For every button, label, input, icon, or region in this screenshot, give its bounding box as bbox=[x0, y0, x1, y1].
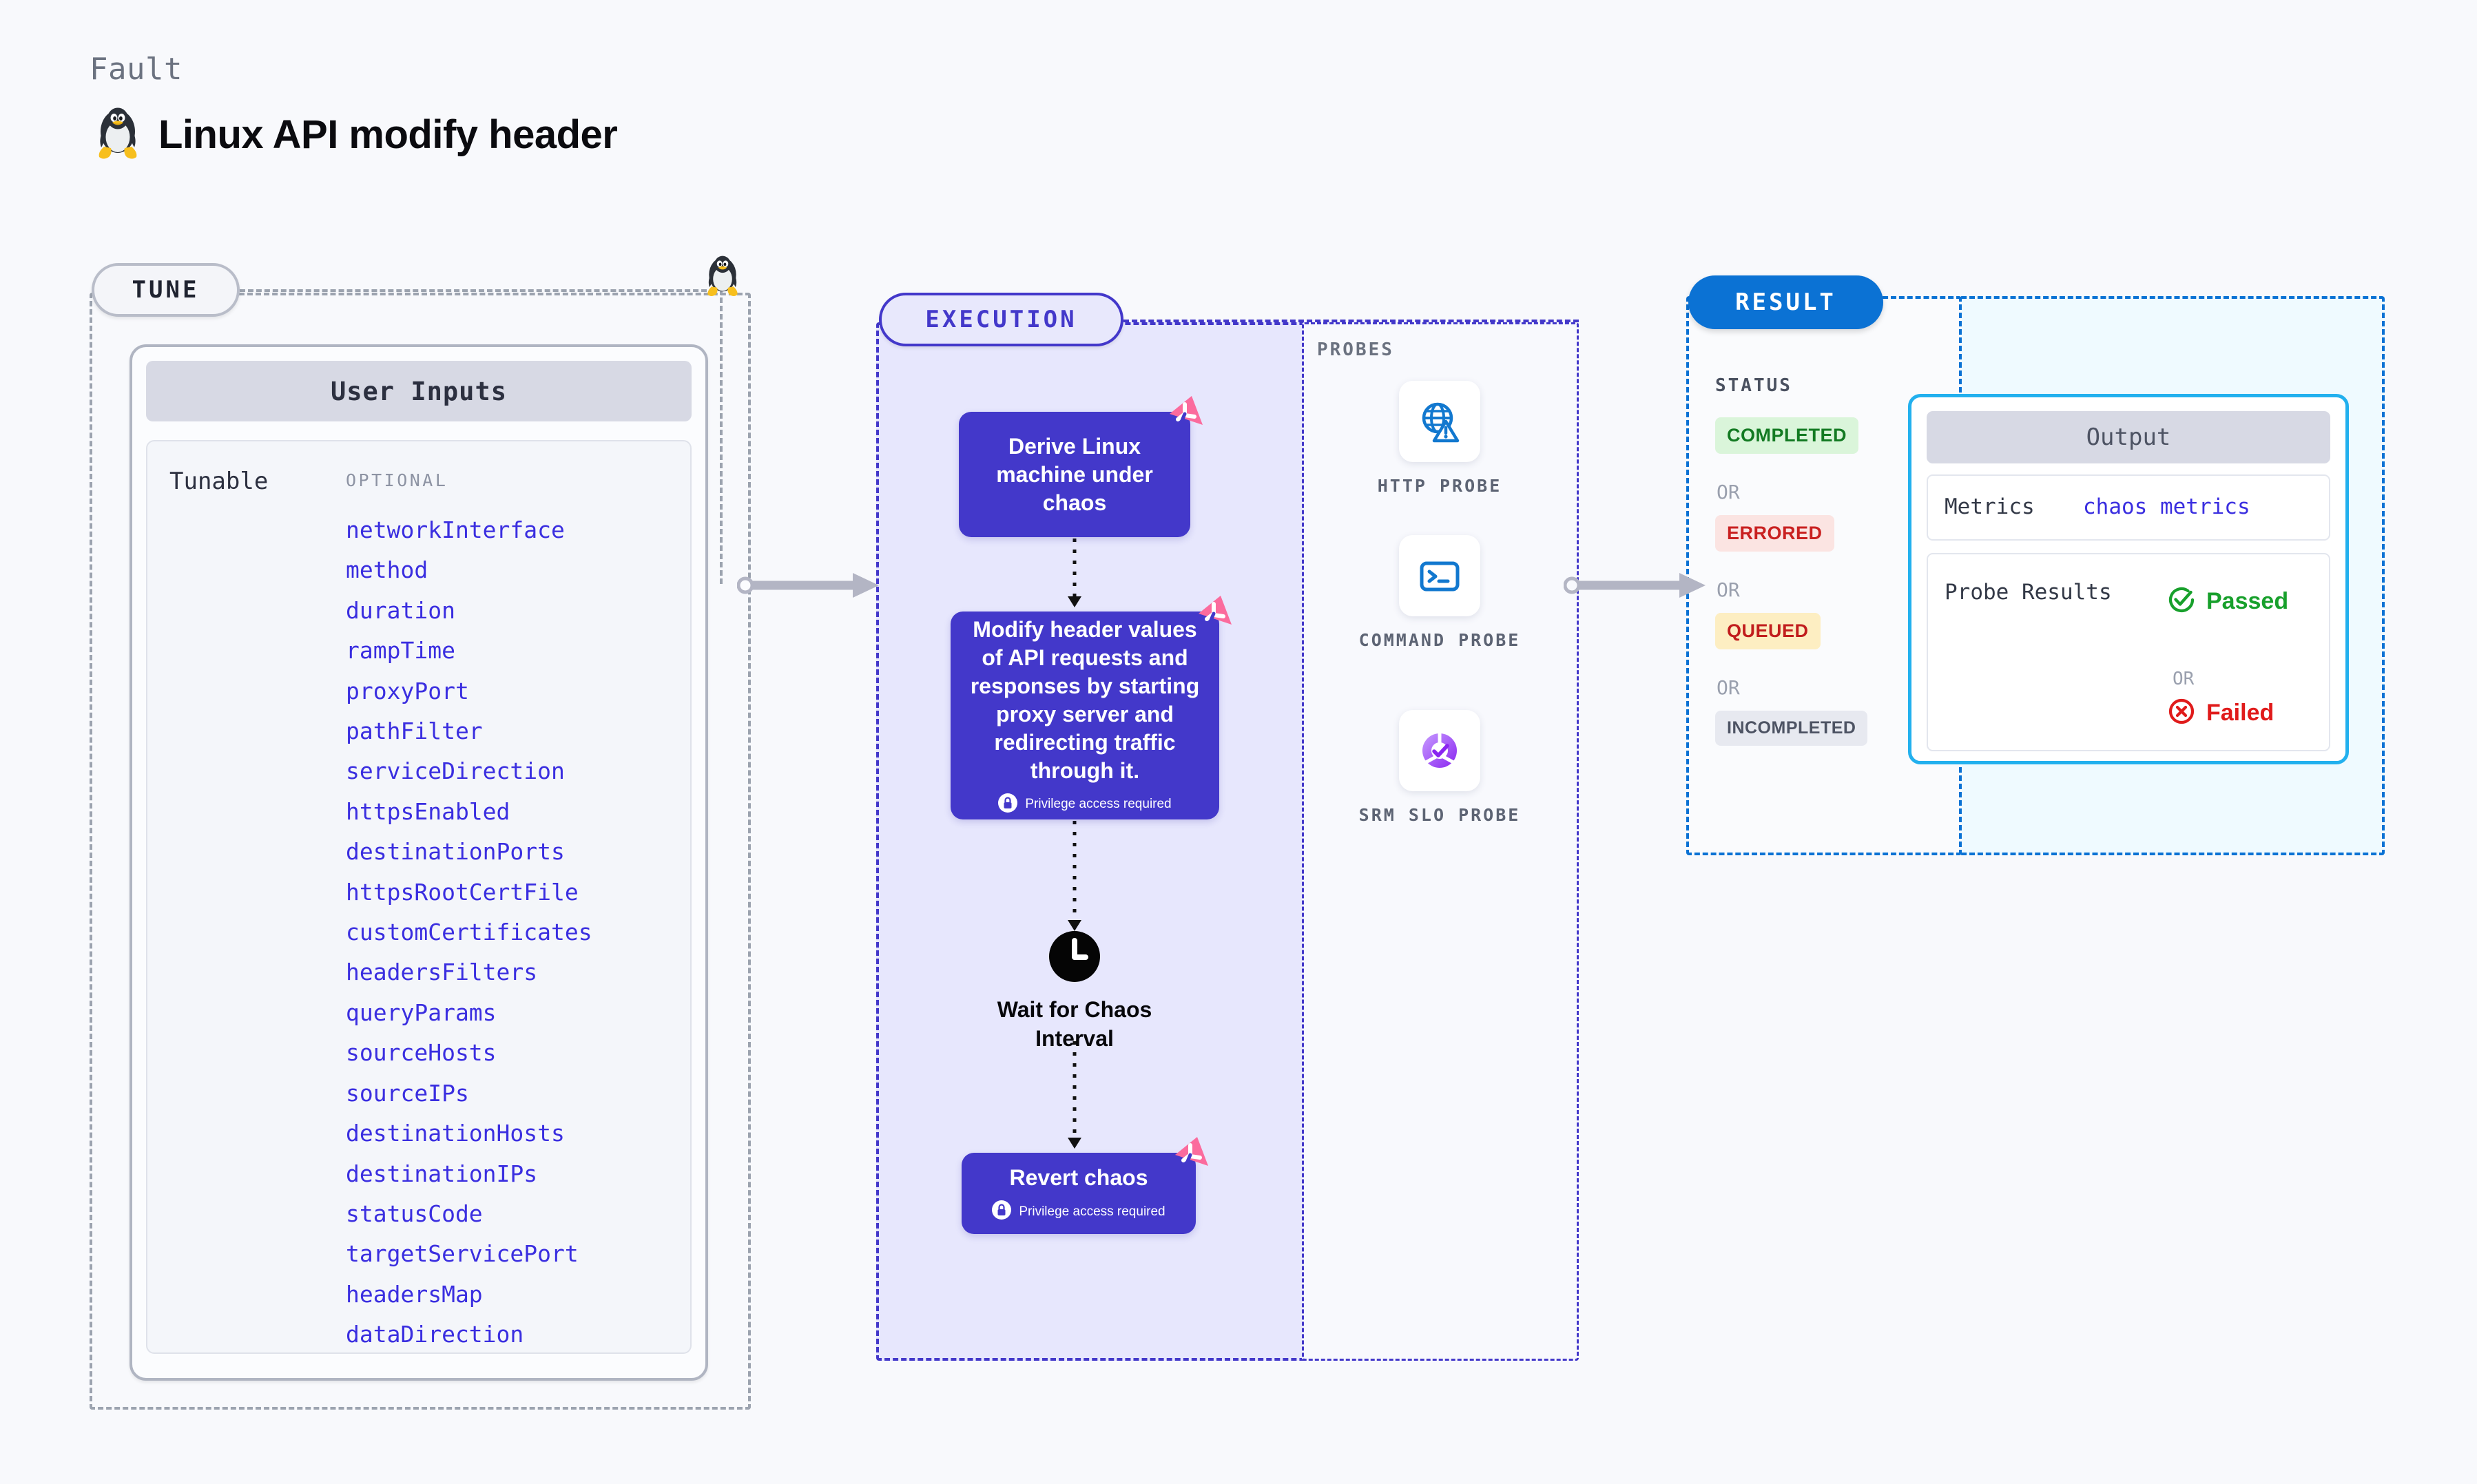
privilege-required-row: Privilege access required bbox=[998, 793, 1172, 816]
probe-result-failed-label: Failed bbox=[2206, 700, 2274, 726]
tune-region bbox=[90, 293, 751, 1410]
param-item[interactable]: proxyPort bbox=[346, 677, 469, 704]
wait-for-chaos-interval-node: Wait for Chaos Interval bbox=[957, 930, 1192, 1053]
wait-node-label: Wait for Chaos Interval bbox=[997, 997, 1152, 1051]
param-item[interactable]: headersFilters bbox=[346, 959, 538, 986]
status-or-2: OR bbox=[1717, 578, 1740, 601]
param-item[interactable]: targetServicePort bbox=[346, 1240, 579, 1268]
terminal-icon bbox=[1399, 535, 1480, 616]
x-circle-icon bbox=[2166, 696, 2197, 730]
privilege-required-text: Privilege access required bbox=[1019, 1204, 1165, 1219]
lock-icon bbox=[998, 793, 1018, 816]
probe-label: SRM SLO PROBE bbox=[1358, 805, 1521, 825]
status-section-label: STATUS bbox=[1715, 375, 1792, 396]
page-title-row: Linux API modify header bbox=[95, 107, 618, 162]
tune-pill-label: TUNE bbox=[92, 263, 240, 317]
user-inputs-card: User Inputs Tunable OPTIONAL networkInte… bbox=[129, 344, 708, 1381]
clock-icon bbox=[1048, 931, 1101, 986]
probe-label: HTTP PROBE bbox=[1377, 476, 1502, 496]
globe-warning-icon bbox=[1399, 381, 1480, 462]
status-badge-completed: COMPLETED bbox=[1715, 417, 1859, 454]
optional-group-label: OPTIONAL bbox=[346, 470, 448, 490]
param-item[interactable]: queryParams bbox=[346, 999, 497, 1026]
probe-result-passed-label: Passed bbox=[2206, 588, 2289, 614]
flow-arrow-1 bbox=[1068, 539, 1081, 607]
chaos-corner-badge-icon bbox=[1193, 593, 1236, 639]
probe-result-passed: Passed bbox=[2166, 585, 2288, 618]
probe-result-or: OR bbox=[2173, 669, 2195, 689]
execution-connector-line bbox=[1123, 320, 1579, 322]
tune-to-execution-connector bbox=[737, 573, 879, 598]
tune-connector-line bbox=[240, 289, 715, 292]
probe-item-http[interactable]: HTTP PROBE bbox=[1357, 381, 1522, 498]
param-item[interactable]: customCertificates bbox=[346, 919, 592, 946]
probes-region bbox=[1302, 322, 1579, 1361]
param-item[interactable]: httpsRootCertFile bbox=[346, 878, 579, 906]
slo-donut-check-icon bbox=[1399, 710, 1480, 791]
param-item[interactable]: statusCode bbox=[346, 1200, 483, 1227]
status-badge-errored: ERRORED bbox=[1715, 515, 1834, 552]
status-badge-queued: QUEUED bbox=[1715, 613, 1821, 649]
tux-linux-penguin-icon bbox=[95, 107, 141, 162]
param-item[interactable]: destinationHosts bbox=[346, 1120, 565, 1147]
tunable-group-label: Tunable bbox=[169, 468, 269, 495]
privilege-required-row: Privilege access required bbox=[992, 1200, 1165, 1223]
result-pill-label: RESULT bbox=[1688, 275, 1883, 329]
probe-item-srm-slo[interactable]: SRM SLO PROBE bbox=[1357, 710, 1522, 827]
tune-drop-line bbox=[720, 289, 723, 584]
probe-label: COMMAND PROBE bbox=[1358, 630, 1521, 650]
chaos-corner-badge-icon bbox=[1164, 393, 1207, 439]
user-inputs-header: User Inputs bbox=[146, 361, 692, 421]
param-item[interactable]: networkInterface bbox=[346, 516, 565, 543]
execution-node-title: Derive Linux machine under chaos bbox=[996, 433, 1153, 515]
execution-node-revert-chaos[interactable]: Revert chaos Privilege access required bbox=[962, 1137, 1208, 1234]
status-or-1: OR bbox=[1717, 481, 1740, 503]
param-item[interactable]: dataDirection bbox=[346, 1321, 524, 1348]
probe-results-key: Probe Results bbox=[1945, 580, 2112, 605]
param-item[interactable]: duration bbox=[346, 596, 455, 624]
lock-icon bbox=[992, 1200, 1012, 1223]
param-item[interactable]: destinationIPs bbox=[346, 1160, 538, 1187]
param-item[interactable]: destinationPorts bbox=[346, 838, 565, 866]
output-header: Output bbox=[1927, 411, 2330, 463]
execution-pill-label: EXECUTION bbox=[879, 293, 1123, 346]
metrics-value[interactable]: chaos metrics bbox=[2083, 494, 2250, 519]
param-item[interactable]: httpsEnabled bbox=[346, 797, 510, 825]
param-item[interactable]: sourceIPs bbox=[346, 1079, 469, 1107]
probe-results-row: Probe Results Passed OR Failed bbox=[1927, 553, 2330, 751]
fault-eyebrow-label: Fault bbox=[90, 52, 183, 87]
execution-node-title: Revert chaos bbox=[1009, 1165, 1148, 1190]
tux-linux-penguin-icon bbox=[705, 255, 740, 302]
execution-node-derive-machine[interactable]: Derive Linux machine under chaos bbox=[959, 396, 1203, 537]
output-card: Output Metrics chaos metrics Probe Resul… bbox=[1908, 394, 2349, 764]
execution-to-result-connector bbox=[1564, 573, 1706, 598]
probe-item-command[interactable]: COMMAND PROBE bbox=[1357, 535, 1522, 652]
flow-arrow-3 bbox=[1068, 1041, 1081, 1149]
page-title: Linux API modify header bbox=[158, 112, 618, 157]
execution-node-modify-header[interactable]: Modify header values of API requests and… bbox=[951, 596, 1232, 819]
status-badge-incompleted: INCOMPLETED bbox=[1715, 711, 1868, 746]
param-item[interactable]: headersMap bbox=[346, 1280, 483, 1308]
probe-result-failed: Failed bbox=[2166, 696, 2274, 730]
check-circle-icon bbox=[2166, 585, 2197, 618]
param-item[interactable]: rampTime bbox=[346, 637, 455, 665]
probes-section-label: PROBES bbox=[1317, 339, 1394, 360]
param-item[interactable]: sourceHosts bbox=[346, 1039, 497, 1067]
param-item[interactable]: method bbox=[346, 556, 428, 584]
metrics-key: Metrics bbox=[1945, 494, 2035, 519]
metrics-row: Metrics chaos metrics bbox=[1927, 474, 2330, 541]
tunable-param-list: networkInterface method duration rampTim… bbox=[346, 510, 670, 1355]
param-item[interactable]: pathFilter bbox=[346, 718, 483, 745]
param-item[interactable]: serviceDirection bbox=[346, 757, 565, 785]
status-or-3: OR bbox=[1717, 676, 1740, 699]
flow-arrow-2 bbox=[1068, 821, 1081, 931]
execution-node-title: Modify header values of API requests and… bbox=[970, 616, 1200, 783]
chaos-corner-badge-icon bbox=[1170, 1134, 1212, 1180]
tunable-group: Tunable OPTIONAL networkInterface method… bbox=[146, 440, 692, 1354]
privilege-required-text: Privilege access required bbox=[1025, 797, 1172, 811]
